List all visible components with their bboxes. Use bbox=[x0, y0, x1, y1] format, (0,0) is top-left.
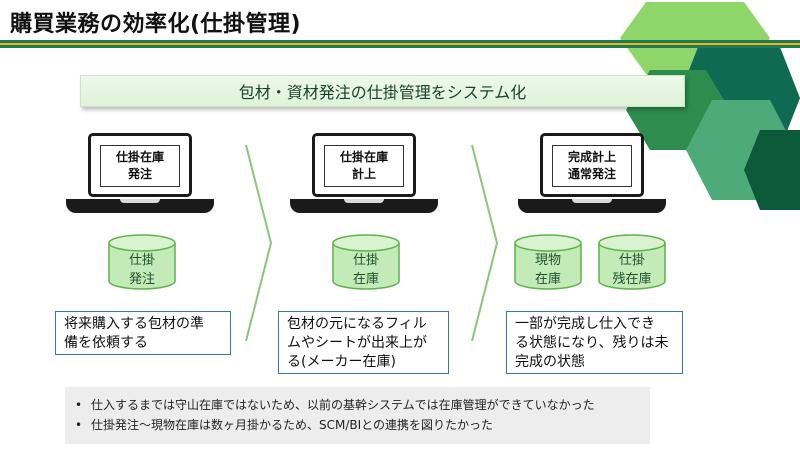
laptop-screen-label: 仕掛在庫 発注 bbox=[100, 145, 180, 187]
laptop-base bbox=[290, 199, 438, 213]
laptop-line: 発注 bbox=[127, 167, 152, 181]
laptop-base bbox=[518, 199, 666, 213]
note-item: • 仕入するまでは守山在庫ではないため、以前の基幹システムでは在庫管理ができてい… bbox=[75, 395, 650, 415]
laptop-line: 完成計上 bbox=[567, 150, 616, 164]
hexagon-light-green bbox=[620, 2, 770, 74]
section-banner: 包材・資材発注の仕掛管理をシステム化 bbox=[80, 75, 685, 107]
step-description: 包材の元になるフィル ムやシートが出来上が る(メーカー在庫) bbox=[278, 311, 449, 374]
description-line: 包材の元になるフィル bbox=[287, 316, 427, 332]
database-line: 発注 bbox=[128, 272, 155, 287]
database-line: 現物 bbox=[534, 253, 561, 268]
laptop-screen: 仕掛在庫 計上 bbox=[312, 133, 416, 197]
database-line: 仕掛 bbox=[618, 253, 645, 268]
title-underline-green bbox=[0, 40, 800, 43]
laptop-icon-step-2: 仕掛在庫 計上 bbox=[290, 133, 438, 215]
database-label: 現物 在庫 bbox=[513, 251, 583, 289]
laptop-line: 仕掛在庫 bbox=[115, 150, 164, 164]
laptop-base bbox=[66, 199, 214, 213]
note-item: • 仕掛発注～現物在庫は数ヶ月掛かるため、SCM/BIとの連携を図りたかった bbox=[75, 415, 650, 435]
hexagon-light-teal bbox=[686, 100, 796, 200]
laptop-icon-step-3: 完成計上 通常発注 bbox=[518, 133, 666, 215]
section-banner-text: 包材・資材発注の仕掛管理をシステム化 bbox=[238, 83, 527, 102]
step-description: 将来購入する包材の準 備を依頼する bbox=[55, 311, 231, 355]
title-underline-green-lower bbox=[0, 45, 800, 48]
title-underline-gold bbox=[0, 43, 800, 45]
database-label: 仕掛 発注 bbox=[107, 251, 177, 289]
database-line: 残在庫 bbox=[612, 272, 652, 287]
laptop-icon-step-1: 仕掛在庫 発注 bbox=[66, 133, 214, 215]
database-icon: 仕掛 在庫 bbox=[331, 233, 401, 291]
description-line: 将来購入する包材の準 bbox=[64, 316, 204, 332]
database-line: 在庫 bbox=[534, 272, 561, 287]
hexagon-dark-green bbox=[744, 130, 800, 210]
slide-title: 購買業務の効率化(仕掛管理) bbox=[10, 12, 302, 37]
note-text: 仕掛発注～現物在庫は数ヶ月掛かるため、SCM/BIとの連携を図りたかった bbox=[91, 418, 494, 432]
database-line: 仕掛 bbox=[128, 253, 155, 268]
bullet: • bbox=[75, 418, 83, 432]
database-line: 在庫 bbox=[352, 272, 379, 287]
database-icon: 仕掛 残在庫 bbox=[597, 233, 667, 291]
laptop-line: 仕掛在庫 bbox=[339, 150, 388, 164]
notes-box: • 仕入するまでは守山在庫ではないため、以前の基幹システムでは在庫管理ができてい… bbox=[65, 387, 650, 444]
description-line: る状態になり、残りは未 bbox=[515, 335, 669, 351]
laptop-screen-label: 仕掛在庫 計上 bbox=[324, 145, 404, 187]
database-line: 仕掛 bbox=[352, 253, 379, 268]
laptop-screen: 完成計上 通常発注 bbox=[540, 133, 644, 197]
bullet: • bbox=[75, 398, 83, 412]
database-label: 仕掛 残在庫 bbox=[597, 251, 667, 289]
note-text: 仕入するまでは守山在庫ではないため、以前の基幹システムでは在庫管理ができていなか… bbox=[91, 398, 595, 412]
chevron-arrow-icon bbox=[471, 144, 499, 342]
step-description: 一部が完成し仕入でき る状態になり、残りは未 完成の状態 bbox=[506, 311, 683, 374]
hexagon-teal bbox=[678, 42, 800, 154]
description-line: 一部が完成し仕入でき bbox=[515, 316, 655, 332]
description-line: 完成の状態 bbox=[515, 354, 585, 370]
laptop-screen-label: 完成計上 通常発注 bbox=[552, 145, 632, 187]
description-line: ムやシートが出来上が bbox=[287, 335, 427, 351]
description-line: る(メーカー在庫) bbox=[287, 354, 396, 370]
description-line: 備を依頼する bbox=[64, 335, 148, 351]
database-label: 仕掛 在庫 bbox=[331, 251, 401, 289]
database-icon: 仕掛 発注 bbox=[107, 233, 177, 291]
database-icon: 現物 在庫 bbox=[513, 233, 583, 291]
laptop-screen: 仕掛在庫 発注 bbox=[88, 133, 192, 197]
laptop-line: 通常発注 bbox=[567, 167, 616, 181]
chevron-arrow-icon bbox=[245, 144, 273, 342]
laptop-line: 計上 bbox=[351, 167, 376, 181]
